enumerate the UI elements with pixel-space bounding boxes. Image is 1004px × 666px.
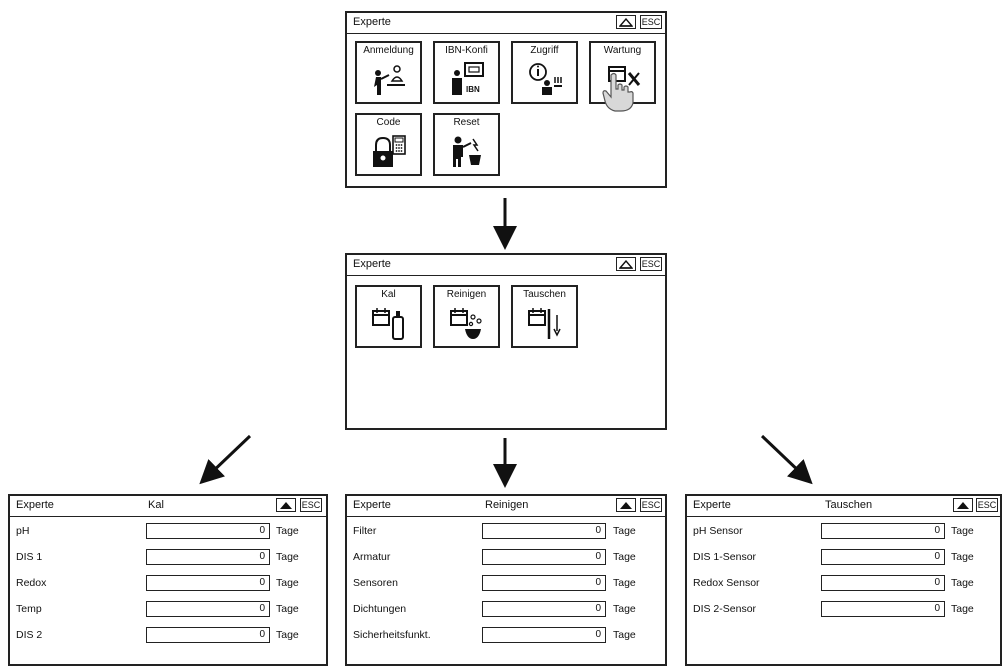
svg-text:IBN: IBN [466,85,480,94]
list-item: Sicherheitsfunkt. 0 Tage [353,627,636,643]
list-item: Redox Sensor 0 Tage [693,575,974,591]
list-item: pH Sensor 0 Tage [693,523,974,539]
screen-title: Experte [353,258,391,270]
up-triangle-icon [957,501,969,509]
up-triangle-icon [280,501,292,509]
tile-tauschen[interactable]: Tauschen [511,285,578,348]
list-item: DIS 1 0 Tage [16,549,299,565]
esc-button[interactable]: ESC [640,15,662,29]
days-input[interactable]: 0 [821,575,945,591]
padlock-keypad-icon [373,135,406,167]
tile-wartung[interactable]: Wartung [589,41,656,112]
tile-reinigen[interactable]: Reinigen [433,285,500,348]
esc-button[interactable]: ESC [640,498,662,512]
up-arrow-button[interactable] [616,15,636,29]
days-input[interactable]: 0 [482,627,606,643]
up-arrow-button[interactable] [616,498,636,512]
calendar-exchange-icon [528,308,561,339]
title-bar: Experte Kal ESC [10,496,326,517]
calendar-bottle-icon [372,308,404,340]
calendar-cleaning-icon [450,308,482,339]
person-at-counter-icon [374,65,405,95]
screen-subtitle: Reinigen [485,499,529,511]
up-arrow-button[interactable] [276,498,296,512]
up-triangle-icon [619,17,633,27]
up-arrow-button[interactable] [616,257,636,271]
screen-title: Experte [353,16,391,28]
screen-title: Experte [693,499,731,511]
esc-button[interactable]: ESC [976,498,998,512]
list-item: DIS 1-Sensor 0 Tage [693,549,974,565]
days-input[interactable]: 0 [146,549,270,565]
days-input[interactable]: 0 [821,523,945,539]
tile-kal[interactable]: Kal [355,285,422,348]
kal-screen: Experte Kal ESC pH 0 Tage DIS 1 0 Tage R… [8,494,328,666]
tile-zugriff[interactable]: Zugriff [511,41,578,104]
list-item: Temp 0 Tage [16,601,299,617]
days-input[interactable]: 0 [146,601,270,617]
screen-subtitle: Tauschen [825,499,873,511]
days-input[interactable]: 0 [821,549,945,565]
list-item: DIS 2 0 Tage [16,627,299,643]
arrow-maint-to-kal [199,434,252,485]
days-input[interactable]: 0 [146,627,270,643]
list-item: Dichtungen 0 Tage [353,601,636,617]
title-bar: Experte Tauschen ESC [687,496,1000,517]
days-input[interactable]: 0 [146,575,270,591]
tauschen-screen: Experte Tauschen ESC pH Sensor 0 Tage DI… [685,494,1002,666]
arrow-maint-to-tauschen [760,434,813,485]
ibn-config-icon: IBN [452,62,484,95]
tile-anmeldung[interactable]: Anmeldung [355,41,422,104]
days-input[interactable]: 0 [821,601,945,617]
up-arrow-button[interactable] [953,498,973,512]
maintenance-screen: Experte ESC Kal Reinigen Tau [345,253,667,430]
title-bar: Experte Reinigen ESC [347,496,665,517]
screen-subtitle: Kal [148,499,164,511]
list-item: DIS 2-Sensor 0 Tage [693,601,974,617]
days-input[interactable]: 0 [482,523,606,539]
up-triangle-icon [619,259,633,269]
title-bar: Experte ESC [347,255,665,276]
screen-title: Experte [353,499,391,511]
days-input[interactable]: 0 [482,575,606,591]
esc-button[interactable]: ESC [300,498,322,512]
maintenance-tools-icon [608,66,641,86]
tile-ibn-konfi[interactable]: IBN-Konfi IBN [433,41,500,104]
reset-person-icon [453,136,481,167]
days-input[interactable]: 0 [146,523,270,539]
list-item: pH 0 Tage [16,523,299,539]
list-item: Sensoren 0 Tage [353,575,636,591]
esc-button[interactable]: ESC [640,257,662,271]
list-item: Filter 0 Tage [353,523,636,539]
title-bar: Experte ESC [347,13,665,34]
expert-main-screen: Experte ESC Anmeldung IBN-Konfi IBN Zugr… [345,11,667,188]
tile-code[interactable]: Code [355,113,422,176]
access-info-icon [529,63,562,95]
days-input[interactable]: 0 [482,601,606,617]
reinigen-screen: Experte Reinigen ESC Filter 0 Tage Armat… [345,494,667,666]
days-input[interactable]: 0 [482,549,606,565]
up-triangle-icon [620,501,632,509]
screen-title: Experte [16,499,54,511]
list-item: Redox 0 Tage [16,575,299,591]
tile-reset[interactable]: Reset [433,113,500,176]
list-item: Armatur 0 Tage [353,549,636,565]
pointing-hand-icon [602,72,634,112]
